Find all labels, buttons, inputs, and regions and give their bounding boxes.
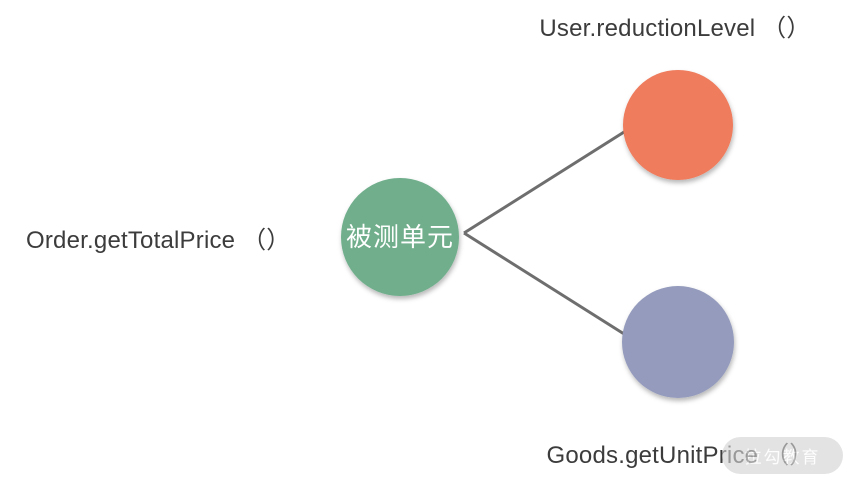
node-center-circle bbox=[341, 178, 459, 296]
node-top-right-circle bbox=[623, 70, 733, 180]
center-node-label: 被测单元 bbox=[346, 222, 454, 252]
label-order-get-total-price: Order.getTotalPrice （） bbox=[26, 227, 291, 254]
connector-line-bottom bbox=[463, 231, 633, 341]
watermark-text: 拉勾教育 bbox=[744, 448, 821, 467]
label-user-reduction-level: User.reductionLevel （） bbox=[539, 15, 811, 42]
connector-line-top bbox=[463, 125, 633, 235]
watermark-badge: 拉勾教育 bbox=[722, 437, 843, 474]
node-bottom-right-circle bbox=[622, 286, 734, 398]
